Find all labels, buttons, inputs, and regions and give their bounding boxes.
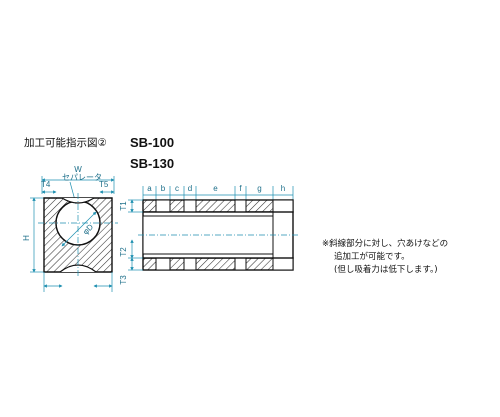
band-opening: [183, 257, 197, 271]
note-line-2: 追加工が可能です。: [334, 251, 410, 262]
front-view: W T4 T5 セパレータ H φD: [22, 165, 118, 292]
t5-label: T5: [99, 180, 109, 189]
h-label: H: [22, 235, 31, 241]
model-name-2: SB-130: [130, 156, 174, 171]
t2-label: T2: [119, 247, 128, 257]
model-name-1: SB-100: [130, 135, 174, 150]
band-opening: [272, 257, 294, 271]
segment-label-f: f: [239, 184, 242, 193]
w-label: W: [74, 165, 82, 174]
band-opening: [272, 199, 294, 213]
segment-label-h: h: [281, 184, 285, 193]
segment-label-g: g: [257, 184, 261, 193]
diameter-dimension-line: [61, 211, 97, 247]
band-opening: [234, 257, 247, 271]
segment-label-e: e: [213, 184, 218, 193]
t1-label: T1: [119, 201, 128, 211]
top-band-openings: [155, 199, 294, 213]
segment-label-a: a: [147, 184, 152, 193]
segment-label-d: d: [188, 184, 192, 193]
separator-label: セパレータ: [62, 173, 102, 182]
segment-label-b: b: [161, 184, 166, 193]
top-notch: [61, 197, 95, 204]
t4-label: T4: [41, 180, 51, 189]
segment-label-c: c: [175, 184, 179, 193]
figure-caption: 加工可能指示図②: [24, 136, 107, 149]
band-opening: [183, 199, 197, 213]
segment-ticks: [142, 186, 294, 200]
note-line-3: (但し吸着力は低下します。): [334, 264, 438, 275]
band-opening: [234, 199, 247, 213]
note-block: ※斜線部分に対し、穴あけなどの 追加工が可能です。 (但し吸着力は低下します。): [322, 238, 448, 275]
band-opening: [155, 199, 171, 213]
diameter-label: φD: [81, 222, 95, 236]
note-line-1: ※斜線部分に対し、穴あけなどの: [322, 238, 448, 249]
t3-label: T3: [119, 275, 128, 285]
band-opening: [155, 257, 171, 271]
